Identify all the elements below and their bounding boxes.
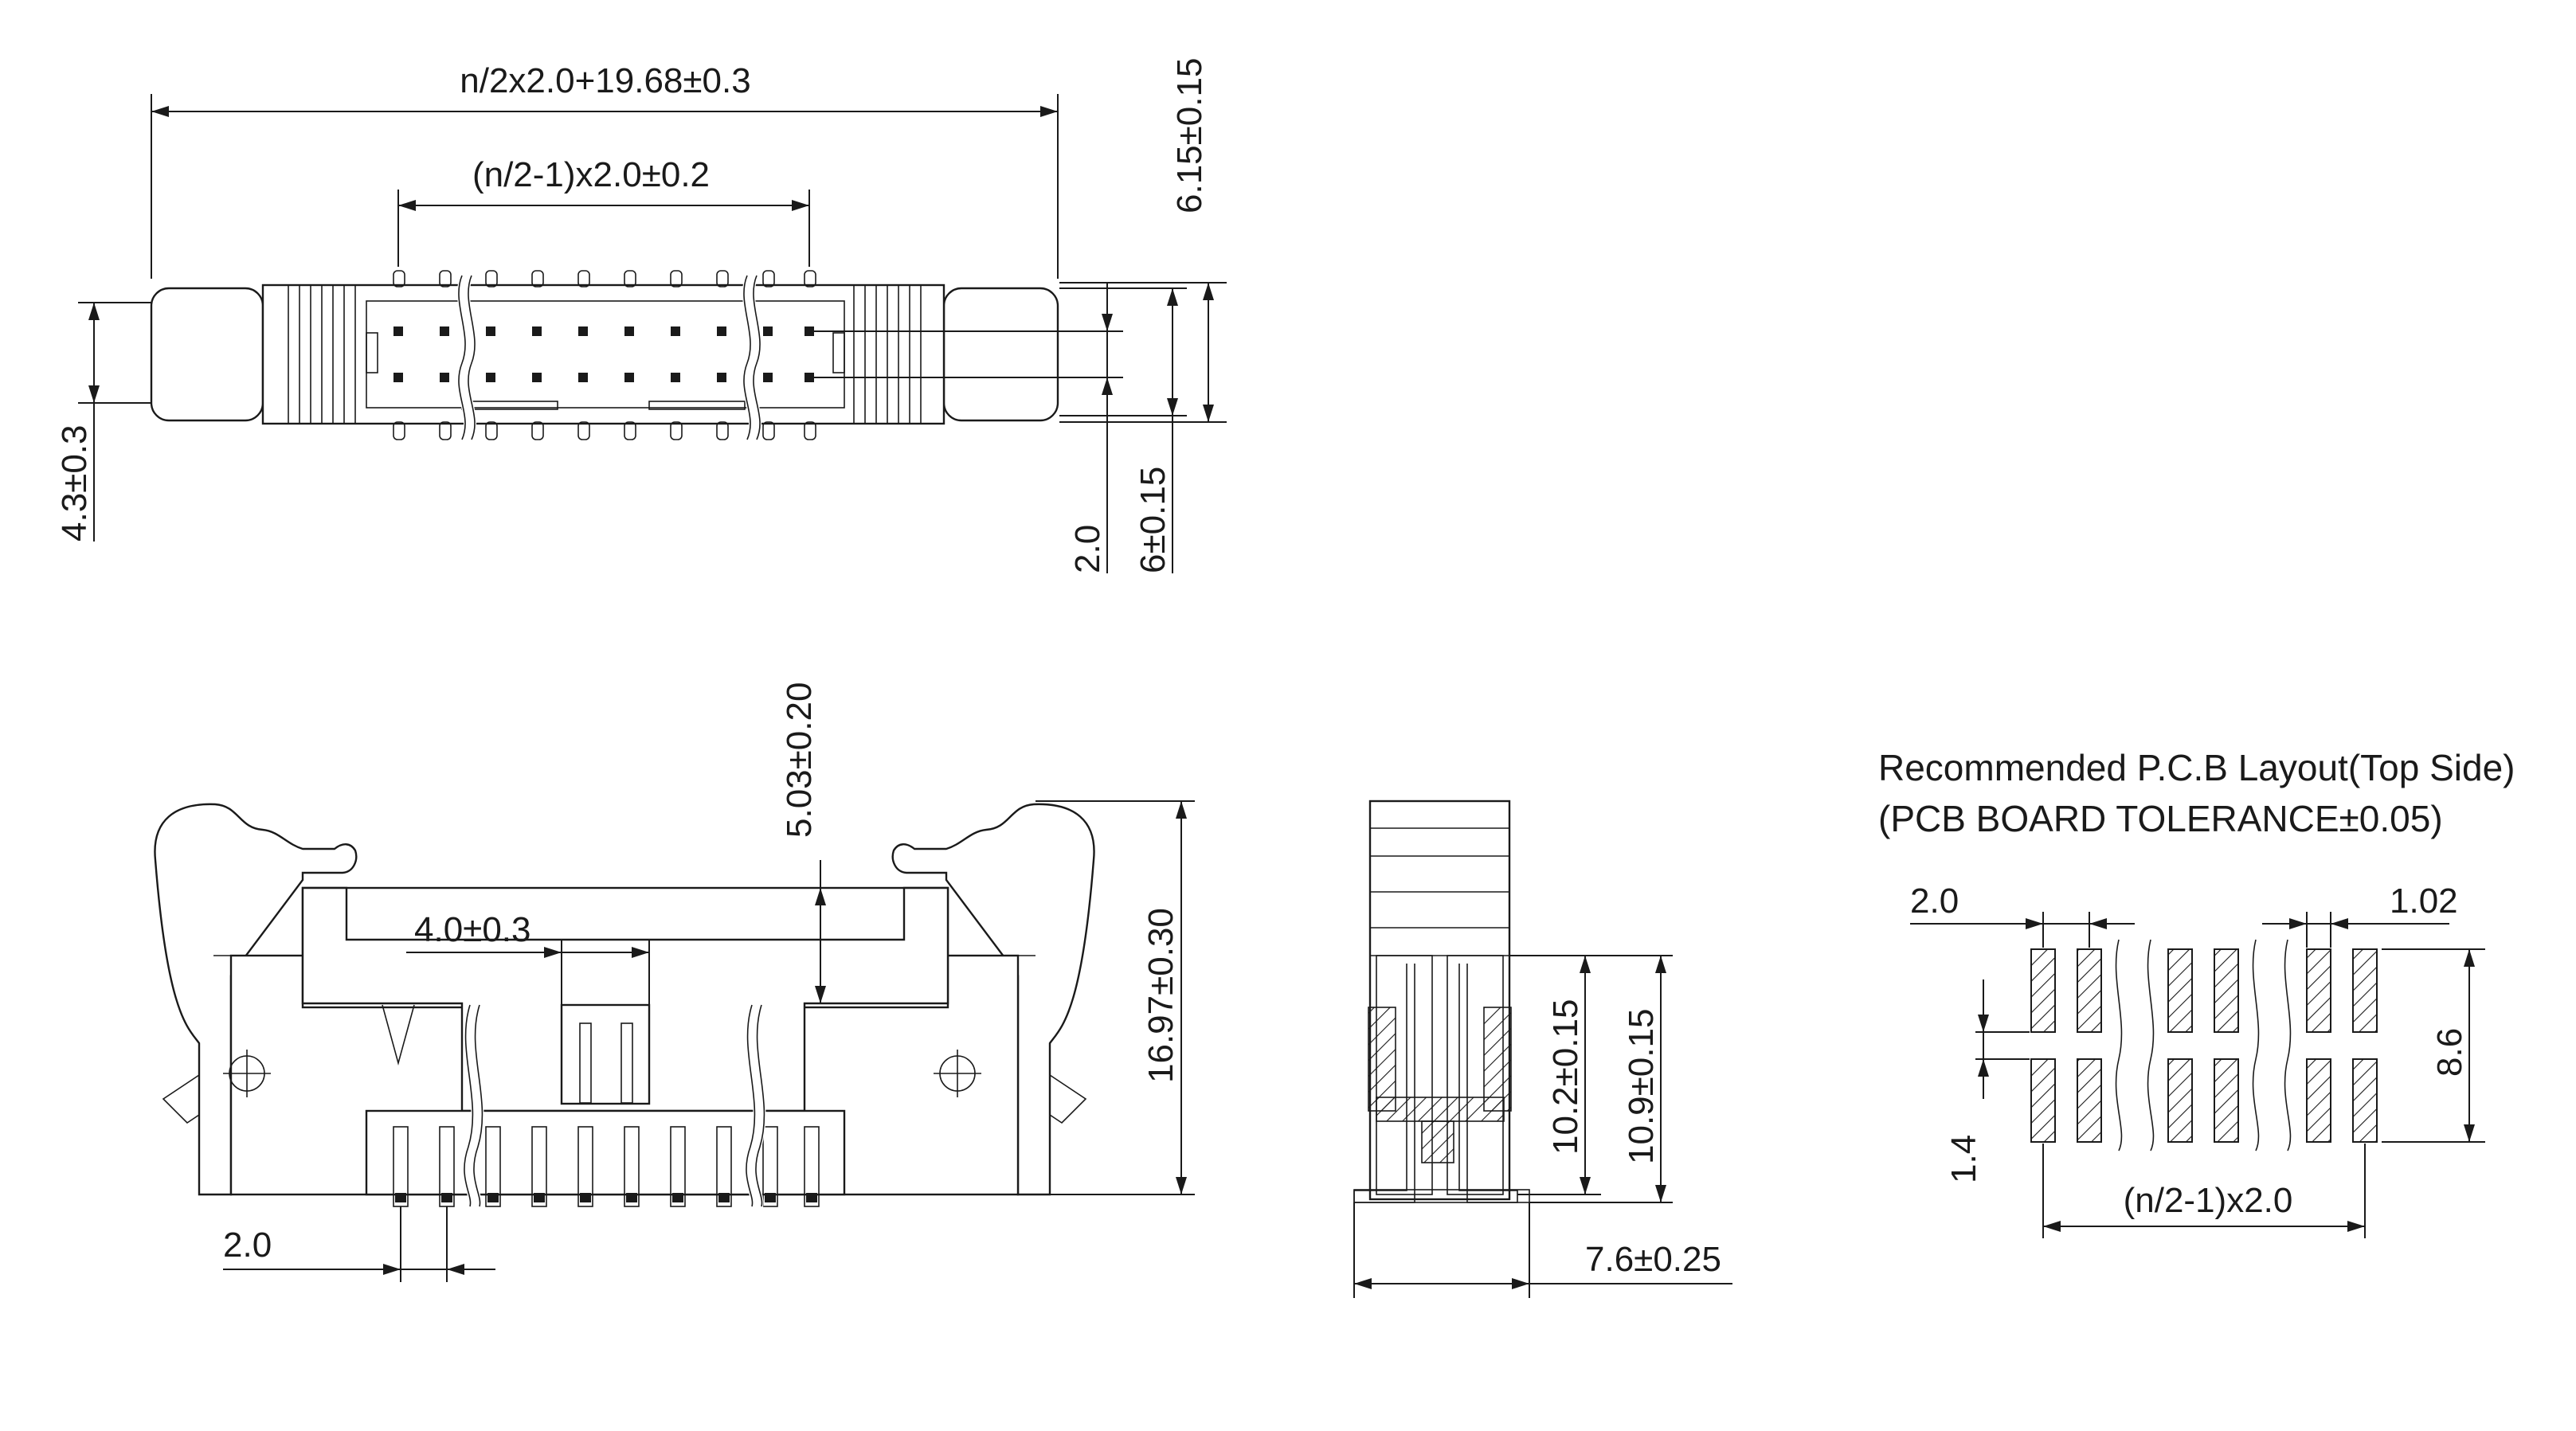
front-view: 5.03±0.20 4.0±0.3 16.97±0.30 2.0: [154, 682, 1195, 1282]
pcb-row-spacing-label: 8.6: [2430, 1028, 2469, 1077]
top-view: n/2x2.0+19.68±0.3 (n/2-1)x2.0±0.2: [55, 58, 1227, 573]
pin-span-label: (n/2-1)x2.0±0.2: [472, 155, 710, 194]
pitch-label: 2.0: [223, 1226, 272, 1265]
side-height-a-label: 10.2±0.15: [1546, 999, 1585, 1155]
pcb-span-label: (n/2-1)x2.0: [2124, 1181, 2293, 1220]
key-width-label: 4.0±0.3: [414, 910, 530, 949]
body-width-label: 6±0.15: [1133, 467, 1173, 573]
row-pitch-label: 2.0: [1068, 525, 1107, 573]
overall-length-label: n/2x2.0+19.68±0.3: [460, 61, 750, 100]
pcb-layout: Recommended P.C.B Layout(Top Side) (PCB …: [1878, 747, 2515, 1238]
side-height-b-label: 10.9±0.15: [1622, 1009, 1661, 1164]
overall-height-label: 16.97±0.30: [1141, 908, 1180, 1083]
side-width-label: 7.6±0.25: [1585, 1240, 1721, 1279]
top-pins: [393, 270, 816, 440]
pcb-tolerance: (PCB BOARD TOLERANCE±0.05): [1878, 798, 2443, 839]
pcb-title: Recommended P.C.B Layout(Top Side): [1878, 747, 2515, 788]
pcb-pad-width-label: 1.02: [2390, 882, 2458, 921]
pcb-pad-length-label: 1.4: [1944, 1135, 1983, 1183]
top-contacts: [393, 326, 814, 382]
pcb-pitch-label: 2.0: [1910, 882, 1959, 921]
latch-height-label: 5.03±0.20: [780, 682, 819, 838]
pcb-pads: [2030, 948, 2378, 1143]
side-view: 10.2±0.15 10.9±0.15 7.6±0.25: [1353, 800, 1732, 1298]
width-left-label: 4.3±0.3: [55, 425, 94, 542]
height-right-label: 6.15±0.15: [1170, 58, 1209, 213]
